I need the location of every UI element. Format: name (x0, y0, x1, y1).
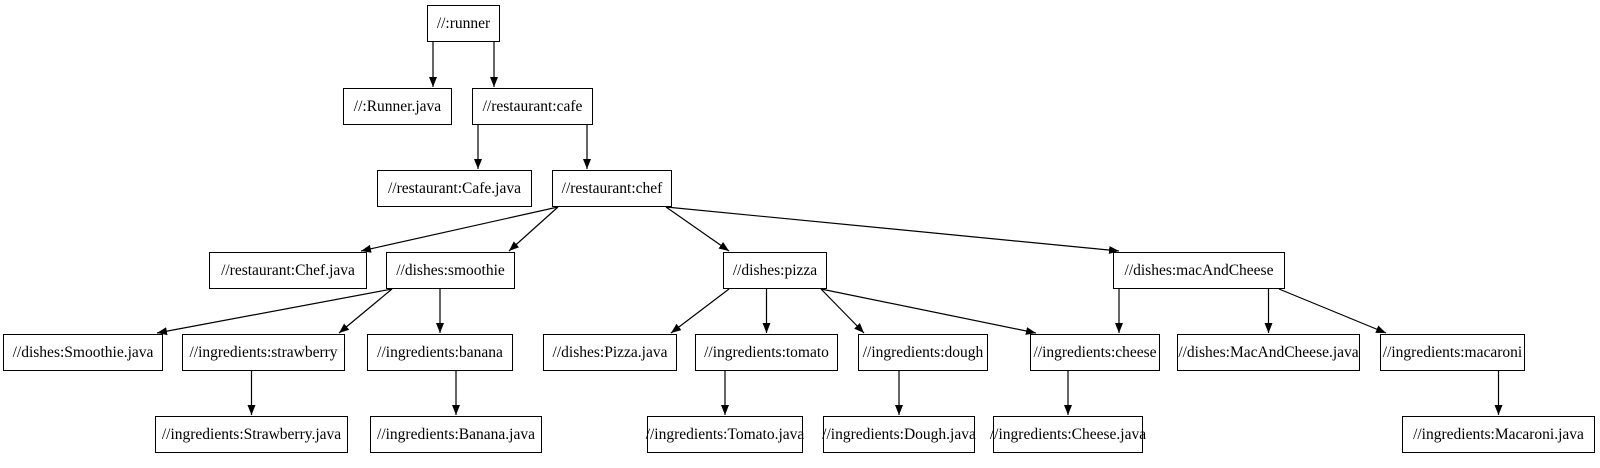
edge-smoothie-to-strawberry (338, 288, 393, 334)
graph-node-smoothie_java: //dishes:Smoothie.java (3, 334, 163, 371)
graph-node-smoothie: //dishes:smoothie (386, 252, 515, 289)
edge-chef-to-mac (665, 206, 1120, 255)
edge-pizza-to-cheese (820, 288, 1037, 335)
graph-node-chef_java: //restaurant:Chef.java (209, 252, 367, 289)
edge-mac-to-macaroni (1278, 288, 1387, 334)
graph-node-macaroni_java: //ingredients:Macaroni.java (1402, 416, 1595, 453)
graph-node-strawberry_java: //ingredients:Strawberry.java (155, 416, 348, 453)
graph-node-cheese_java: //ingredients:Cheese.java (990, 416, 1146, 453)
graph-node-macaroni: //ingredients:macaroni (1380, 334, 1525, 371)
graph-node-banana: //ingredients:banana (367, 334, 513, 371)
edge-chef-to-pizza (665, 206, 730, 252)
graph-node-pizza_java: //dishes:Pizza.java (543, 334, 677, 371)
graph-node-tomato_java: //ingredients:Tomato.java (646, 416, 804, 453)
edge-chef-to-chef_java (360, 206, 559, 253)
edge-smoothie-to-smoothie_java (156, 288, 393, 336)
graph-node-strawberry: //ingredients:strawberry (182, 334, 345, 371)
graph-node-cafe: //restaurant:cafe (472, 88, 593, 125)
graph-node-mac: //dishes:macAndCheese (1113, 252, 1285, 289)
graph-node-dough_java: //ingredients:Dough.java (822, 416, 976, 453)
graph-node-chef: //restaurant:chef (552, 170, 672, 207)
graph-node-cafe_java: //restaurant:Cafe.java (377, 170, 532, 207)
edge-group (156, 42, 1503, 415)
edge-chef-to-smoothie (508, 206, 559, 252)
edge-pizza-to-dough (820, 288, 865, 334)
graph-node-cheese: //ingredients:cheese (1030, 334, 1160, 371)
graph-node-runner_java: //:Runner.java (343, 88, 452, 125)
graph-node-dough: //ingredients:dough (858, 334, 988, 371)
graph-node-runner: //:runner (427, 5, 500, 42)
graph-node-tomato: //ingredients:tomato (695, 334, 838, 371)
graph-node-banana_java: //ingredients:Banana.java (370, 416, 542, 453)
graph-node-mac_java: //dishes:MacAndCheese.java (1177, 334, 1360, 371)
edge-pizza-to-pizza_java (670, 288, 730, 334)
graph-node-pizza: //dishes:pizza (723, 252, 827, 289)
